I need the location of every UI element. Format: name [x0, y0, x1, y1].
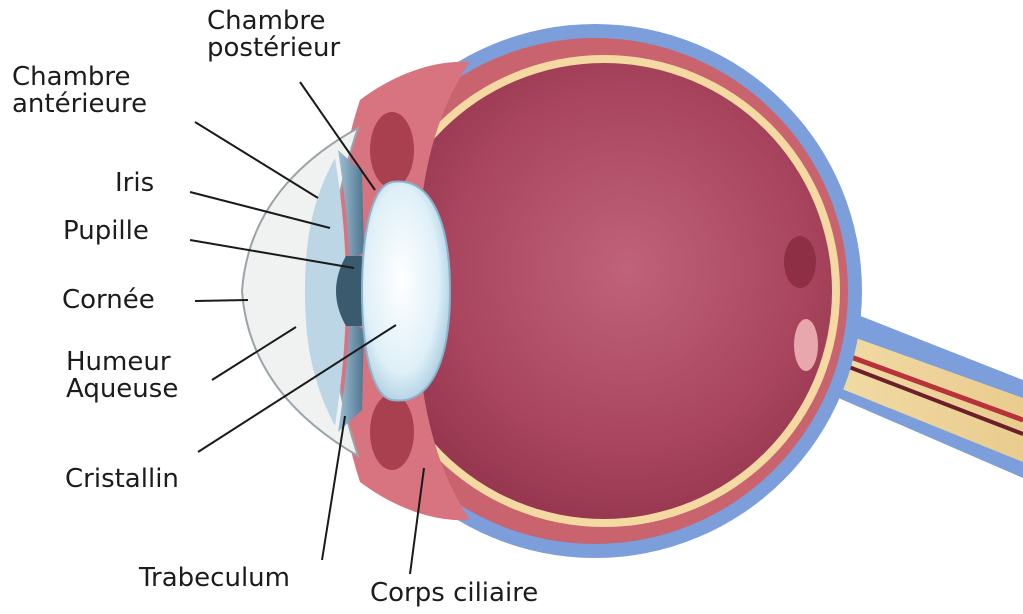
macula: [784, 236, 816, 288]
optic-disc: [794, 319, 818, 371]
label-corps-ciliaire: Corps ciliaire: [370, 580, 538, 607]
label-chambre-anterieure: Chambre antérieure: [12, 64, 147, 118]
label-iris: Iris: [115, 170, 154, 197]
label-cristallin: Cristallin: [65, 466, 179, 493]
leader-chambre-anterieure: [195, 122, 318, 198]
ciliary-process-upper: [370, 112, 414, 188]
ciliary-process-lower: [370, 394, 414, 470]
label-pupille: Pupille: [63, 218, 149, 245]
leader-cornee: [195, 300, 248, 301]
label-cornee: Cornée: [62, 287, 155, 314]
lens: [362, 181, 450, 400]
label-trabeculum: Trabeculum: [139, 565, 290, 592]
label-chambre-posterieur: Chambre postérieur: [207, 8, 340, 62]
label-humeur-aqueuse: Humeur Aqueuse: [66, 349, 178, 403]
